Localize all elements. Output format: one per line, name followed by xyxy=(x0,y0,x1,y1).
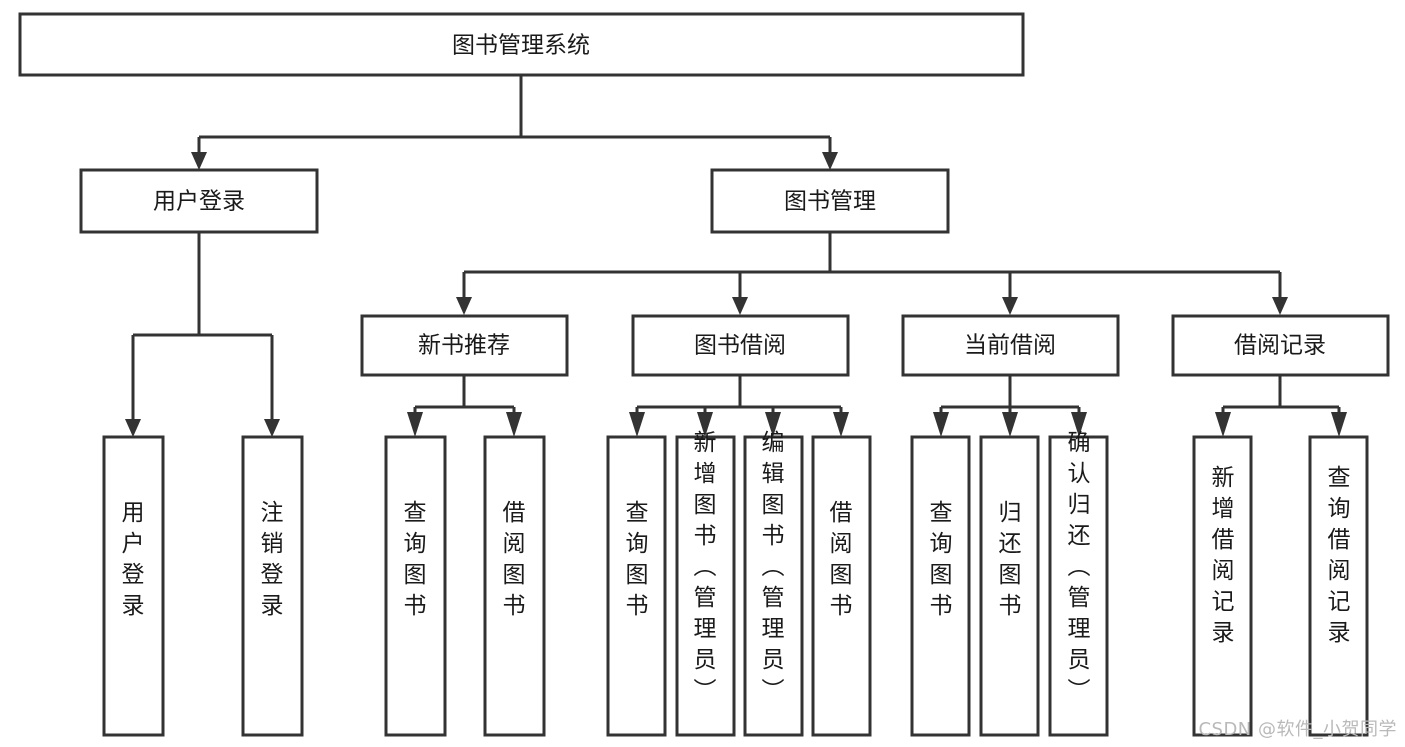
leaf-user-login-logout[interactable]: 注销登录 xyxy=(241,435,304,737)
node-root[interactable]: 图书管理系统 xyxy=(18,12,1025,77)
leaf-borrow-add-book-label: 新增图书︵管理员︶ xyxy=(694,430,717,704)
arrow-head-user-login xyxy=(191,152,207,170)
leaf-current-confirm-return[interactable]: 确认归还︵管理员︶ xyxy=(1048,430,1109,737)
leaf-current-return-book-label: 归还图书 xyxy=(999,500,1022,619)
leaf-borrow-add-book[interactable]: 新增图书︵管理员︶ xyxy=(675,430,736,737)
arrow-head-leaf-user-login xyxy=(125,419,141,437)
arrow-head-borrow-record xyxy=(1272,297,1288,315)
leaf-current-confirm-return-label: 确认归还︵管理员︶ xyxy=(1068,430,1091,704)
connector-layer xyxy=(125,75,1347,437)
leaf-new-book-query-label: 查询图书 xyxy=(404,500,427,619)
node-user-login-box[interactable] xyxy=(79,168,319,234)
node-user-login-label: 用户登录 xyxy=(153,189,245,215)
leaf-borrow-edit-book-label: 编辑图书︵管理员︶ xyxy=(762,430,785,704)
leaf-new-book-borrow-box[interactable] xyxy=(483,435,546,737)
leaf-record-add[interactable]: 新增借阅记录 xyxy=(1192,435,1253,737)
leaf-user-login-signin-box[interactable] xyxy=(102,435,165,737)
node-new-book-recommend[interactable]: 新书推荐 xyxy=(360,314,569,377)
node-book-borrow[interactable]: 图书借阅 xyxy=(631,314,850,377)
arrow-head-leaf-logout xyxy=(264,419,280,437)
leaf-current-return-book-box[interactable] xyxy=(979,435,1040,737)
node-borrow-record-box[interactable] xyxy=(1171,314,1390,377)
arrow-head-br-leaf-2 xyxy=(1331,412,1347,437)
arrow-head-nb-leaf-2 xyxy=(506,412,522,437)
arrow-head-current-borrow xyxy=(1002,297,1018,315)
node-borrow-record-label: 借阅记录 xyxy=(1234,333,1326,359)
arrow-head-cb-leaf-2 xyxy=(1002,412,1018,437)
arrow-head-bb-leaf-3 xyxy=(765,412,781,437)
leaf-record-add-label: 新增借阅记录 xyxy=(1212,465,1235,646)
node-book-borrow-label: 图书借阅 xyxy=(694,333,786,359)
leaf-borrow-query-book[interactable]: 查询图书 xyxy=(606,435,667,737)
leaf-borrow-borrow-book[interactable]: 借阅图书 xyxy=(811,435,872,737)
arrow-head-bb-leaf-2 xyxy=(697,412,713,437)
leaf-borrow-edit-book[interactable]: 编辑图书︵管理员︶ xyxy=(743,430,804,737)
leaf-borrow-edit-book-box[interactable] xyxy=(743,435,804,737)
leaf-new-book-query[interactable]: 查询图书 xyxy=(384,435,447,737)
node-current-borrow[interactable]: 当前借阅 xyxy=(901,314,1120,377)
leaf-record-add-box[interactable] xyxy=(1192,435,1253,737)
leaf-current-query-book-box[interactable] xyxy=(910,435,971,737)
arrow-head-cb-leaf-3 xyxy=(1071,412,1087,437)
node-root-label: 图书管理系统 xyxy=(452,33,590,59)
leaf-borrow-borrow-book-label: 借阅图书 xyxy=(830,500,853,619)
node-new-book-recommend-box[interactable] xyxy=(360,314,569,377)
leaf-current-confirm-return-box[interactable] xyxy=(1048,435,1109,737)
leaf-current-return-book[interactable]: 归还图书 xyxy=(979,435,1040,737)
leaf-current-query-book[interactable]: 查询图书 xyxy=(910,435,971,737)
node-root-box[interactable] xyxy=(18,12,1025,77)
node-book-management-label: 图书管理 xyxy=(784,189,876,215)
node-user-login[interactable]: 用户登录 xyxy=(79,168,319,234)
leaf-user-login-signin-label: 用户登录 xyxy=(122,500,145,619)
leaf-current-query-book-label: 查询图书 xyxy=(930,500,953,619)
leaf-borrow-query-book-label: 查询图书 xyxy=(626,500,649,619)
leaf-borrow-add-book-box[interactable] xyxy=(675,435,736,737)
node-current-borrow-label: 当前借阅 xyxy=(964,333,1056,359)
leaf-user-login-logout-label: 注销登录 xyxy=(261,500,284,619)
arrow-head-new-book xyxy=(456,297,472,315)
node-book-management-box[interactable] xyxy=(710,168,950,234)
arrow-head-book-borrow xyxy=(732,297,748,315)
leaf-record-query[interactable]: 查询借阅记录 xyxy=(1308,435,1369,737)
arrow-head-cb-leaf-1 xyxy=(933,412,949,437)
leaf-record-query-label: 查询借阅记录 xyxy=(1328,465,1351,646)
leaf-new-book-borrow-label: 借阅图书 xyxy=(503,500,526,619)
leaf-user-login-signin[interactable]: 用户登录 xyxy=(102,435,165,737)
leaf-user-login-logout-box[interactable] xyxy=(241,435,304,737)
leaf-borrow-borrow-book-box[interactable] xyxy=(811,435,872,737)
arrow-head-br-leaf-1 xyxy=(1215,412,1231,437)
leaf-borrow-query-book-box[interactable] xyxy=(606,435,667,737)
leaf-record-query-box[interactable] xyxy=(1308,435,1369,737)
arrow-head-book-mgmt xyxy=(822,152,838,170)
leaf-new-book-query-box[interactable] xyxy=(384,435,447,737)
node-book-management[interactable]: 图书管理 xyxy=(710,168,950,234)
leaf-new-book-borrow[interactable]: 借阅图书 xyxy=(483,435,546,737)
arrow-head-nb-leaf-1 xyxy=(407,412,423,437)
node-current-borrow-box[interactable] xyxy=(901,314,1120,377)
node-book-borrow-box[interactable] xyxy=(631,314,850,377)
arrow-head-bb-leaf-4 xyxy=(833,412,849,437)
node-new-book-recommend-label: 新书推荐 xyxy=(418,333,510,359)
arrow-head-bb-leaf-1 xyxy=(629,412,645,437)
node-borrow-record[interactable]: 借阅记录 xyxy=(1171,314,1390,377)
